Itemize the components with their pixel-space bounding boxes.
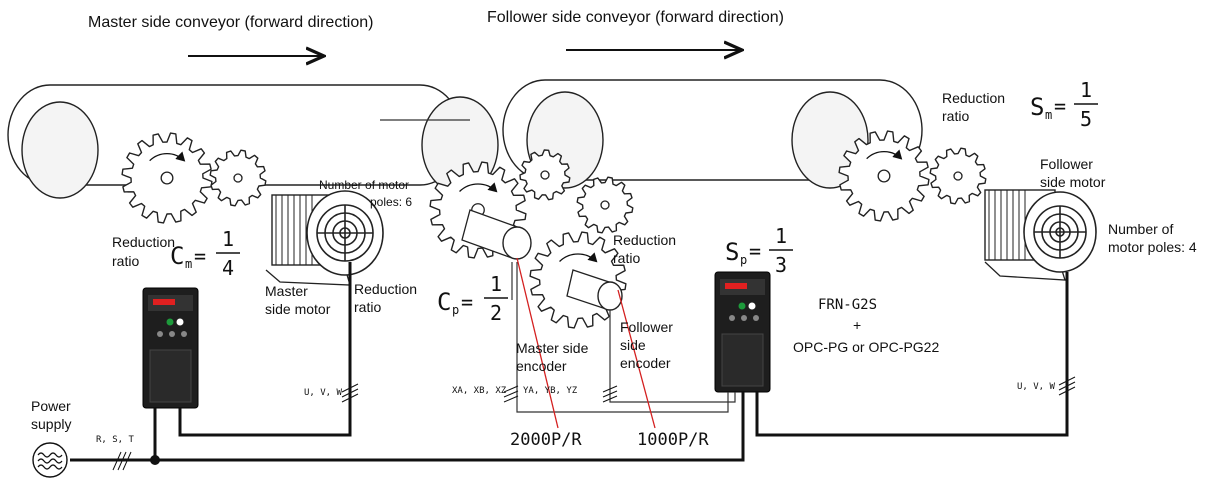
master-poles-label-1: Number of motor [319, 178, 409, 192]
gear-icon [930, 148, 986, 204]
sp-equals: = [749, 239, 761, 263]
rst-label: R, S, T [96, 435, 135, 445]
follower-side-motor [985, 190, 1096, 280]
power-label-2: supply [31, 416, 71, 432]
follower-poles-label-1: Number of [1108, 221, 1173, 237]
follower-motor-label-1: Follower [1040, 156, 1093, 172]
master-encoder-label-1: Master side [516, 340, 589, 356]
cp-subscript: p [452, 303, 459, 317]
cm-numerator: 1 [222, 227, 234, 251]
sm-denominator: 5 [1080, 107, 1092, 131]
sm-subscript: m [1045, 108, 1052, 122]
master-inverter-icon [143, 288, 198, 408]
plus-label: + [853, 317, 861, 333]
sm-equals: = [1054, 94, 1066, 118]
ratio-sp: S p = 1 3 [725, 224, 793, 277]
master-poles-label-2: poles: 6 [370, 195, 412, 209]
master-motor-label-2: side motor [265, 301, 331, 317]
inverter-model-label: FRN-G2S [818, 297, 877, 313]
cm-denominator: 4 [222, 256, 234, 280]
sp-symbol: S [725, 238, 739, 266]
cm-ratio-label: ratio [112, 253, 139, 269]
cp-equals: = [461, 290, 473, 314]
option-card-label: OPC-PG or OPC-PG22 [793, 339, 939, 355]
sp-subscript: p [740, 253, 747, 267]
xa-label: XA, XB, XZ [452, 386, 507, 396]
cm-reduction-label: Reduction [112, 234, 175, 250]
master-encoder-pulses: 2000P/R [510, 430, 582, 450]
ya-label: YA, YB, YZ [523, 386, 578, 396]
follower-conveyor-title: Follower side conveyor (forward directio… [487, 9, 784, 26]
follower-inverter-icon [715, 272, 770, 392]
gear-icon [210, 150, 266, 206]
sp-numerator: 1 [775, 224, 787, 248]
follower-encoder-label-2: side [620, 337, 646, 353]
sp-ratio-label: ratio [613, 250, 640, 266]
cp-numerator: 1 [490, 272, 502, 296]
master-side-motor [266, 191, 383, 285]
sp-denominator: 3 [775, 253, 787, 277]
cm-equals: = [194, 244, 206, 268]
follower-uvw-label: U, V, W [1017, 382, 1056, 392]
cm-subscript: m [185, 257, 192, 271]
cm-symbol: C [170, 242, 184, 270]
power-label-1: Power [31, 398, 71, 414]
fan-cover-icon [1034, 206, 1086, 258]
cp-denominator: 2 [490, 301, 502, 325]
cp-reduction-label: Reduction [354, 281, 417, 297]
sp-reduction-label: Reduction [613, 232, 676, 248]
ratio-sm: S m = 1 5 [1030, 78, 1098, 131]
sm-symbol: S [1030, 93, 1044, 121]
ratio-cm: C m = 1 4 [170, 227, 240, 280]
follower-encoder-pulses: 1000P/R [637, 430, 709, 450]
cp-symbol: C [437, 288, 451, 316]
fan-cover-icon [317, 205, 373, 261]
master-conveyor-title: Master side conveyor (forward direction) [88, 14, 373, 31]
sm-numerator: 1 [1080, 78, 1092, 102]
cp-ratio-label: ratio [354, 299, 381, 315]
follower-encoder-label-1: Follower [620, 319, 673, 335]
ratio-cp: C p = 1 2 [437, 272, 508, 325]
follower-poles-label-2: motor poles: 4 [1108, 239, 1197, 255]
ac-source-icon [33, 443, 67, 477]
follower-motor-label-2: side motor [1040, 174, 1106, 190]
master-encoder-label-2: encoder [516, 358, 567, 374]
master-uvw-label: U, V, W [304, 388, 343, 398]
gear-icon [577, 177, 633, 233]
sm-reduction-label: Reduction [942, 90, 1005, 106]
sm-ratio-label: ratio [942, 108, 969, 124]
master-motor-label-1: Master [265, 283, 308, 299]
follower-encoder-label-3: encoder [620, 355, 671, 371]
